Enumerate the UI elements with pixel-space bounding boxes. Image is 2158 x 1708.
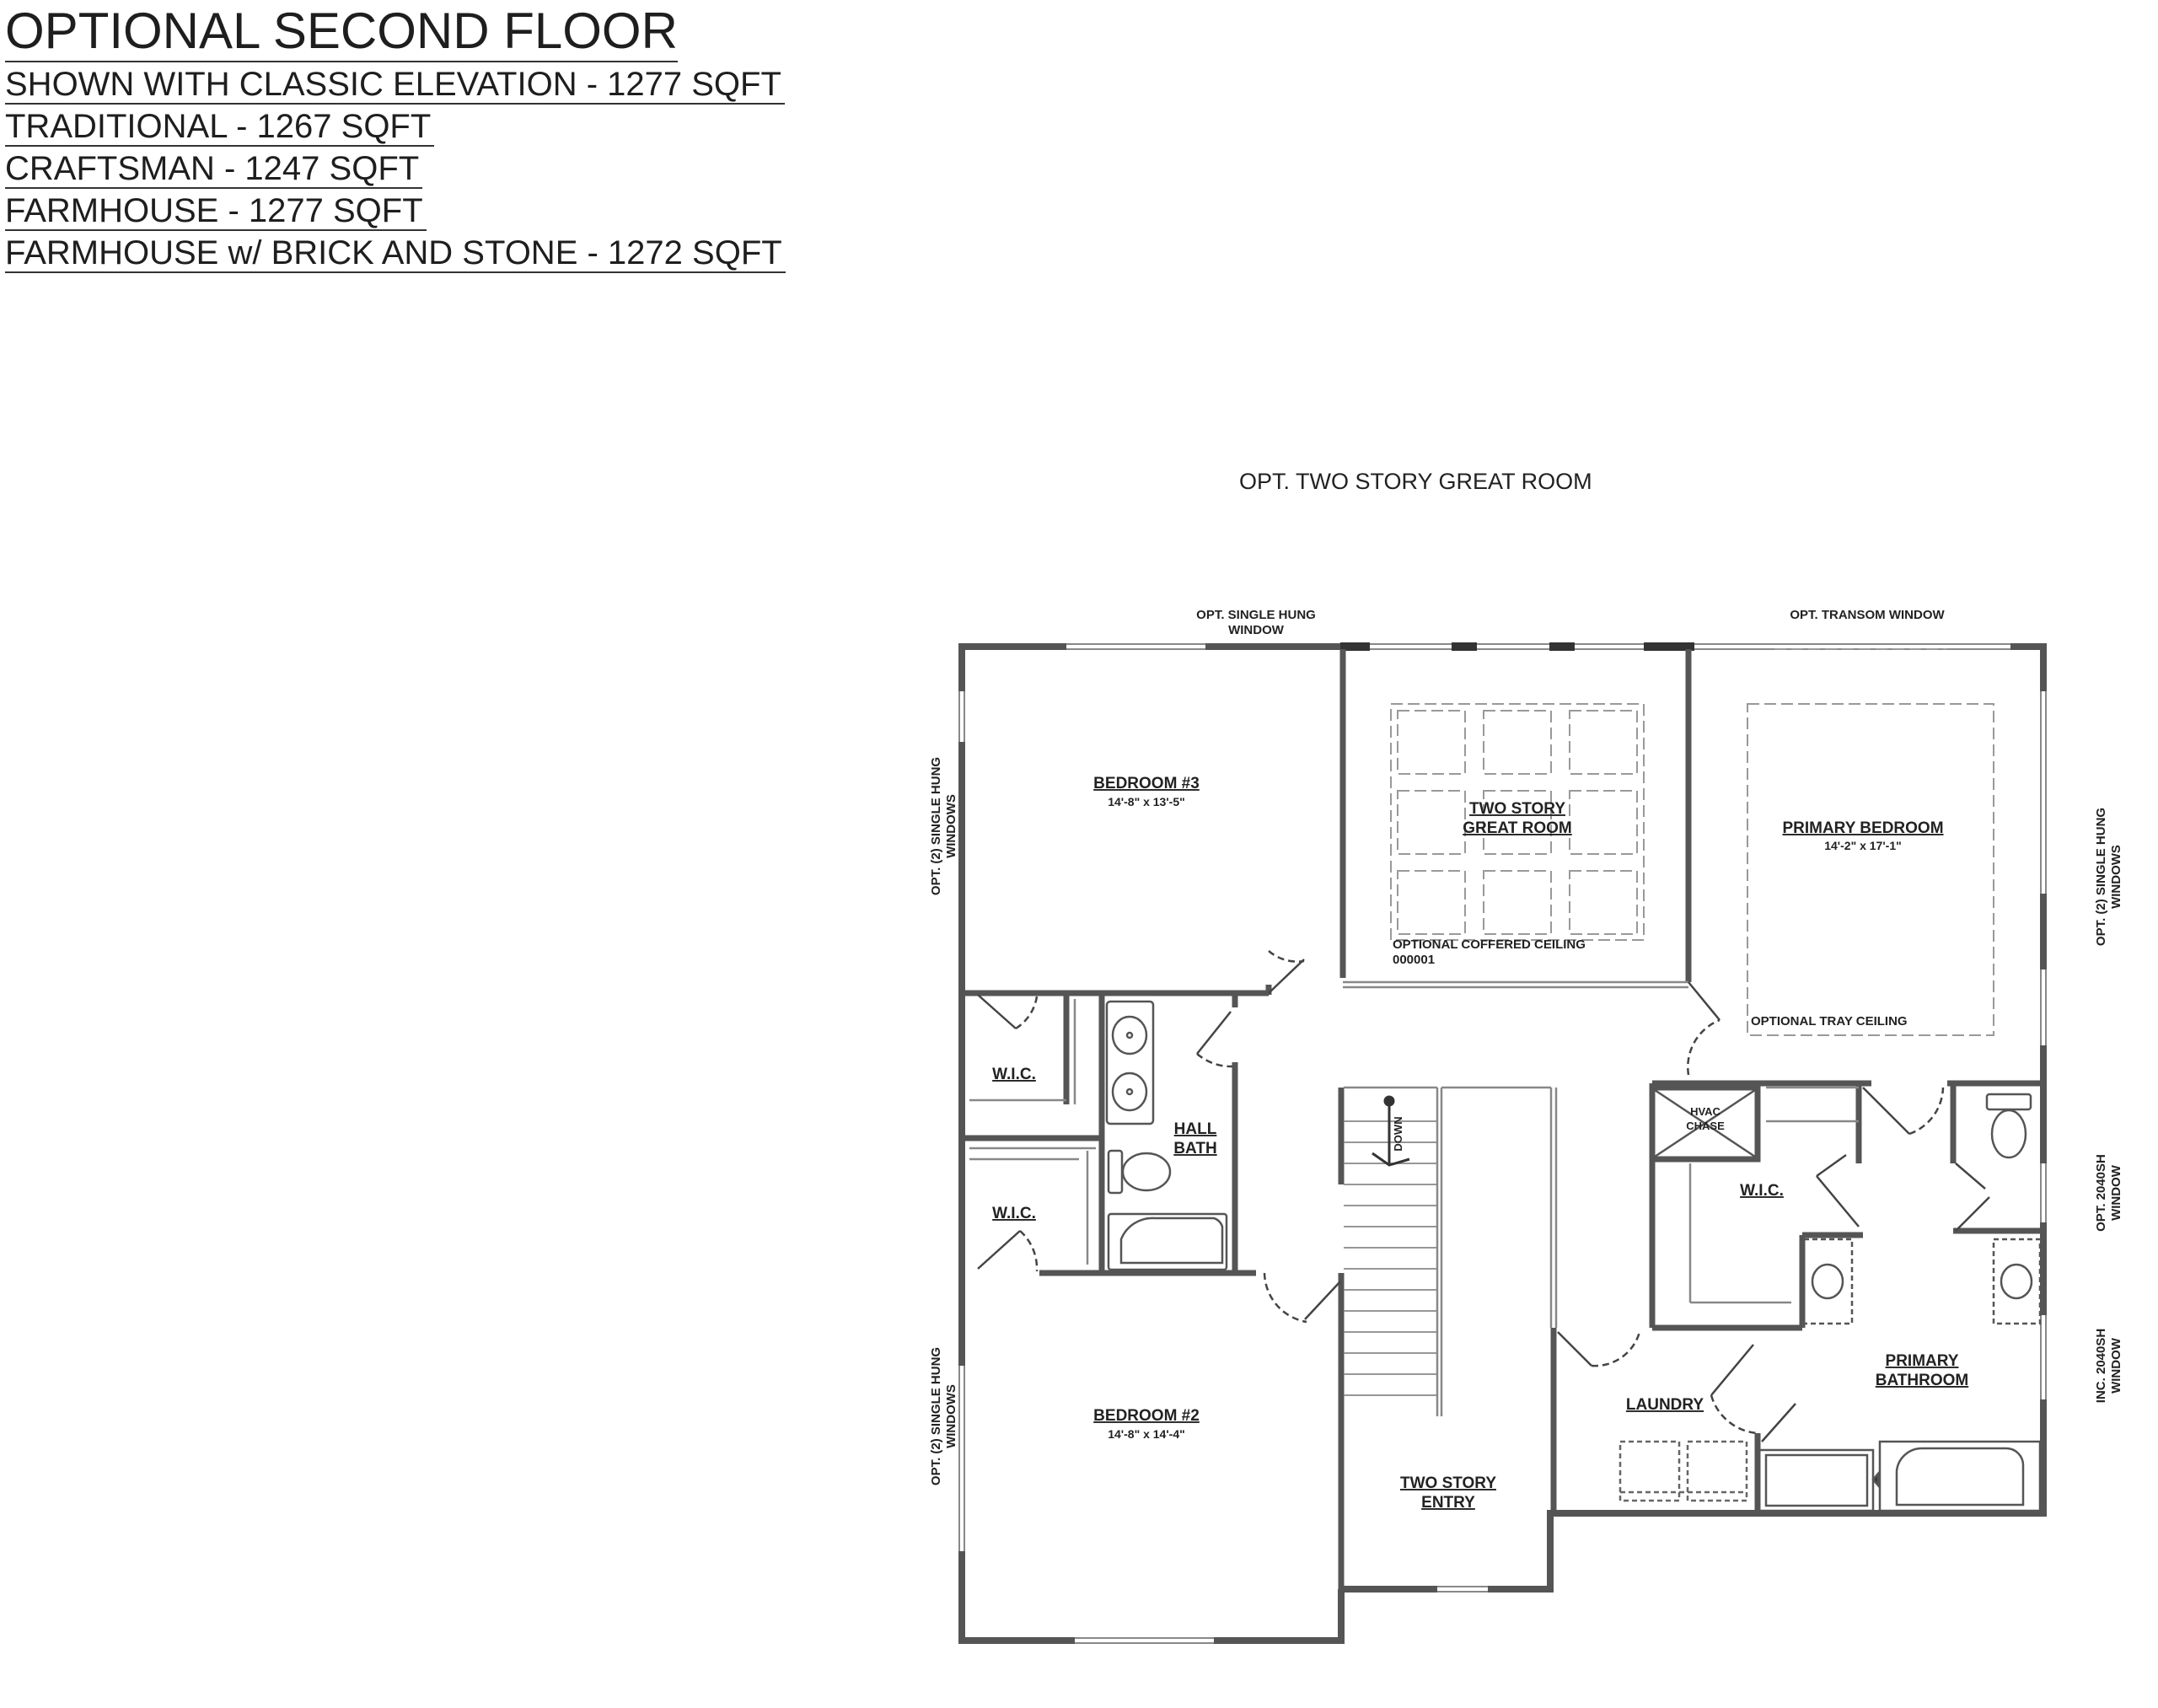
elevation-craftsman: CRAFTSMAN - 1247 SQFT [5,150,423,189]
coffered-ceiling [1390,703,1645,941]
note-single-hung-window-line2: WINDOW [1228,623,1285,637]
room-bedroom-3-dims: 14'-8" x 13'-5" [1108,795,1185,808]
hvac-chase-line1: HVAC [1690,1105,1720,1118]
primary-bath-fixtures [1758,1093,2042,1512]
great-room-caption: OPT. TWO STORY GREAT ROOM [1239,469,1592,494]
window-mullions [1340,642,1694,651]
exterior-walls [958,643,2047,1644]
note-coffered-code: 000001 [1393,953,1435,967]
room-bedroom-2-dims: 14'-8" x 14'-4" [1108,1427,1185,1441]
room-primary-bedroom-dims: 14'-2" x 17'-1" [1824,839,1902,852]
hvac-chase-line2: CHASE [1686,1120,1725,1132]
interior-walls [958,649,2047,1644]
note-left-windows-upper-line2: WINDOWS [944,794,958,858]
elevation-farmhouse: FARMHOUSE - 1277 SQFT [5,192,427,231]
note-single-hung-window-line1: OPT. SINGLE HUNG [1196,608,1316,622]
room-bedroom-2: BEDROOM #2 [1093,1407,1200,1425]
note-left-windows-lower-line1: OPT. (2) SINGLE HUNG [929,1347,943,1485]
hall-bath-fixtures [1105,1000,1228,1271]
room-great-room-line2: GREAT ROOM [1463,819,1571,837]
room-two-story-entry-line1: TWO STORY [1400,1474,1496,1492]
note-opt-2040sh-line1: OPT. 2040SH [2094,1154,2108,1232]
room-great-room-line1: TWO STORY [1469,800,1565,818]
note-transom-window: OPT. TRANSOM WINDOW [1790,608,1945,622]
title-block: OPTIONAL SECOND FLOOR SHOWN WITH CLASSIC… [5,3,786,273]
elevation-classic: SHOWN WITH CLASSIC ELEVATION - 1277 SQFT [5,66,785,105]
note-left-windows-upper-line1: OPT. (2) SINGLE HUNG [929,757,943,895]
room-wic-upper: W.I.C. [992,1066,1036,1083]
elevation-farmhouse-brick-stone: FARMHOUSE w/ BRICK AND STONE - 1272 SQFT [5,234,786,273]
note-opt-2040sh-line2: WINDOW [2109,1164,2123,1221]
note-inc-2040sh-line1: INC. 2040SH [2094,1329,2108,1403]
tray-ceiling [1747,648,1994,1036]
windows [958,643,2047,1644]
laundry-appliances [1618,1440,1748,1502]
note-left-windows-lower-line2: WINDOWS [944,1384,958,1448]
doors [977,950,1990,1442]
room-hall-bath-line2: BATH [1173,1140,1216,1157]
note-right-windows-upper-line1: OPT. (2) SINGLE HUNG [2094,808,2108,946]
hvac-chase-mark [1654,1088,1756,1158]
room-wic-primary: W.I.C. [1740,1182,1784,1200]
note-inc-2040sh-line2: WINDOW [2109,1337,2123,1394]
room-primary-bath-line2: BATHROOM [1876,1372,1968,1389]
room-wic-lower: W.I.C. [992,1205,1036,1222]
stair-down-label: DOWN [1392,1116,1404,1151]
room-hall-bath-line1: HALL [1174,1120,1217,1138]
note-tray-ceiling: OPTIONAL TRAY CEILING [1751,1014,1908,1029]
room-primary-bedroom: PRIMARY BEDROOM [1782,819,1943,837]
note-right-windows-upper-line2: WINDOWS [2109,845,2123,909]
room-laundry: LAUNDRY [1626,1396,1704,1414]
elevation-traditional: TRADITIONAL - 1267 SQFT [5,108,435,147]
room-two-story-entry-line2: ENTRY [1421,1494,1475,1512]
note-coffered-ceiling: OPTIONAL COFFERED CEILING [1393,937,1586,952]
room-primary-bath-line1: PRIMARY [1886,1352,1959,1370]
stair-arrow [1372,1095,1410,1167]
page-title: OPTIONAL SECOND FLOOR [5,3,678,62]
room-bedroom-3: BEDROOM #3 [1093,775,1200,792]
